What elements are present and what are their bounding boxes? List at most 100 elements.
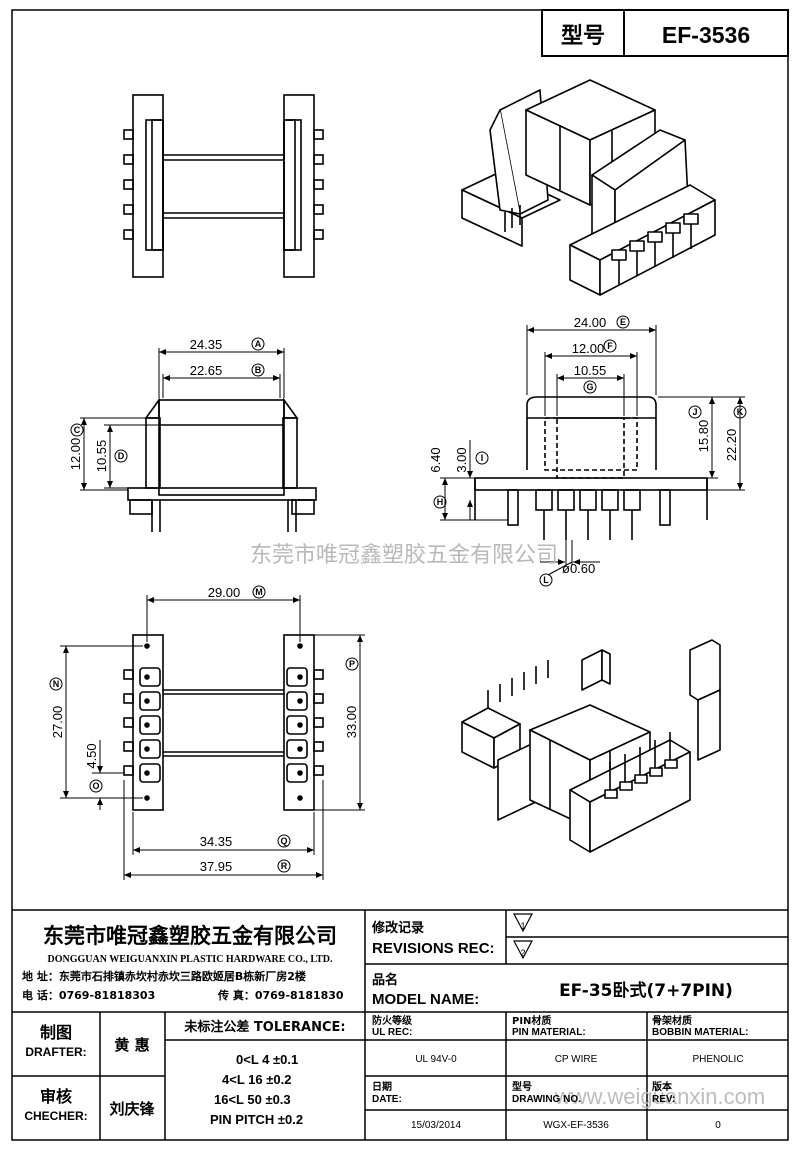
model-header: 型号 EF-3536 <box>541 9 789 57</box>
marker-e: E <box>616 315 630 329</box>
dim-a: 24.35 <box>190 337 223 352</box>
marker-o: O <box>89 779 103 793</box>
dim-q: 34.35 <box>200 834 233 849</box>
dim-b: 22.65 <box>190 363 223 378</box>
checker-name: 刘庆锋 <box>109 1100 155 1118</box>
marker-c: C <box>70 423 84 437</box>
drafter-name: 黄 惠 <box>114 1036 149 1054</box>
marker-r: R <box>277 859 291 873</box>
dim-p: 33.00 <box>344 706 359 739</box>
dim-n: 27.00 <box>50 706 65 739</box>
pin-material-label-cn: PIN材质 <box>512 1014 551 1027</box>
svg-text:P: P <box>349 659 355 669</box>
sheet-border <box>11 9 789 1141</box>
isometric-view-bottom <box>461 639 721 853</box>
svg-text:D: D <box>118 451 125 461</box>
dim-r: 37.95 <box>200 859 233 874</box>
dim-d: 10.55 <box>94 440 109 473</box>
svg-text:N: N <box>53 679 60 689</box>
company-fax: 传 真：0769-8181830 <box>217 988 344 1002</box>
rev-value: 0 <box>715 1120 721 1131</box>
marker-g: G <box>583 380 597 394</box>
dim-c: 12.00 <box>68 438 83 471</box>
bottom-view <box>123 634 324 811</box>
ul-value: UL 94V-0 <box>415 1054 457 1065</box>
svg-text:L: L <box>543 575 549 585</box>
revision-1: 1 <box>520 921 525 931</box>
date-label-en: DATE: <box>372 1094 402 1105</box>
svg-text:A: A <box>255 339 262 349</box>
marker-k: K <box>733 405 747 419</box>
company-name-en: DONGGUAN WEIGUANXIN PLASTIC HARDWARE CO.… <box>47 954 333 965</box>
marker-j: J <box>688 405 702 419</box>
marker-a: A <box>251 337 265 351</box>
reference-markers: A B C D E F G H I J K L M N O P Q R <box>49 315 747 873</box>
checker-label-en: CHECHER: <box>24 1109 87 1123</box>
pin-material-value: CP WIRE <box>555 1054 598 1065</box>
svg-text:K: K <box>737 407 744 417</box>
dim-m: 29.00 <box>208 585 241 600</box>
dim-j: 15.80 <box>696 420 711 453</box>
company-phone: 电 话：0769-81818303 <box>22 988 155 1002</box>
top-view <box>123 94 324 278</box>
svg-text:I: I <box>481 453 484 463</box>
company-name-cn: 东莞市唯冠鑫塑胶五金有限公司 <box>43 924 337 948</box>
svg-text:E: E <box>620 317 626 327</box>
side-view-dimensions <box>80 348 285 491</box>
date-value: 15/03/2014 <box>411 1120 461 1131</box>
svg-text:H: H <box>437 497 444 507</box>
title-block-text: 东莞市唯冠鑫塑胶五金有限公司 DONGGUAN WEIGUANXIN PLAST… <box>22 920 748 1131</box>
bobbin-material-label-en: BOBBIN MATERIAL: <box>652 1027 748 1038</box>
svg-text:O: O <box>92 781 99 791</box>
isometric-view-top <box>461 79 716 296</box>
rev-label-en: REV: <box>652 1094 675 1105</box>
model-name: EF-35卧式(7+7PIN) <box>559 980 733 1001</box>
marker-q: Q <box>277 834 291 848</box>
type-label: 型号 <box>561 24 605 49</box>
marker-i: I <box>475 451 489 465</box>
model-number: EF-3536 <box>662 22 750 48</box>
dim-pin: ø0.60 <box>562 561 595 576</box>
watermark-company: 东莞市唯冠鑫塑胶五金有限公司 <box>250 543 558 568</box>
date-label-cn: 日期 <box>372 1080 392 1093</box>
svg-text:M: M <box>255 587 263 597</box>
dim-g: 10.55 <box>574 363 607 378</box>
revisions-label-en: REVISIONS REC: <box>372 940 495 957</box>
dim-e: 24.00 <box>574 315 607 330</box>
model-name-label-en: MODEL NAME: <box>372 991 479 1008</box>
company-address: 地 址：东莞市石排镇赤坎村赤坎三路欧姬居B栋新厂房2楼 <box>22 969 306 983</box>
svg-text:R: R <box>281 861 288 871</box>
title-block <box>12 909 788 1140</box>
front-view-dimensions <box>440 325 745 576</box>
tolerance-row-4: PIN PITCH ±0.2 <box>210 1112 303 1127</box>
dim-f: 12.00 <box>572 341 605 356</box>
tolerance-title: 未标注公差 TOLERANCE: <box>183 1019 345 1035</box>
rev-label-cn: 版本 <box>652 1080 673 1093</box>
dim-i: 6.40 <box>428 447 443 472</box>
tolerance-row-1: 0<L 4 ±0.1 <box>236 1052 298 1067</box>
bottom-view-dimensions <box>60 595 365 880</box>
drawing-no-label-cn: 型号 <box>512 1080 532 1093</box>
bobbin-material-label-cn: 骨架材质 <box>652 1014 692 1027</box>
marker-l: L <box>539 573 553 587</box>
svg-text:Q: Q <box>280 836 287 846</box>
marker-d: D <box>114 449 128 463</box>
svg-text:B: B <box>255 365 262 375</box>
marker-f: F <box>603 339 617 353</box>
checker-label-cn: 审核 <box>40 1087 72 1106</box>
model-name-label-cn: 品名 <box>372 972 398 988</box>
front-view <box>474 396 708 540</box>
marker-h: H <box>433 495 447 509</box>
tolerance-row-2: 4<L 16 ±0.2 <box>222 1072 291 1087</box>
dim-o: 4.50 <box>84 743 99 768</box>
marker-p: P <box>345 657 359 671</box>
drafter-label-en: DRAFTER: <box>25 1045 86 1059</box>
ul-label-en: UL REC: <box>372 1027 412 1038</box>
svg-text:F: F <box>607 341 613 351</box>
bobbin-material-value: PHENOLIC <box>692 1054 743 1065</box>
marker-m: M <box>252 585 266 599</box>
svg-text:C: C <box>74 425 81 435</box>
marker-b: B <box>251 363 265 377</box>
